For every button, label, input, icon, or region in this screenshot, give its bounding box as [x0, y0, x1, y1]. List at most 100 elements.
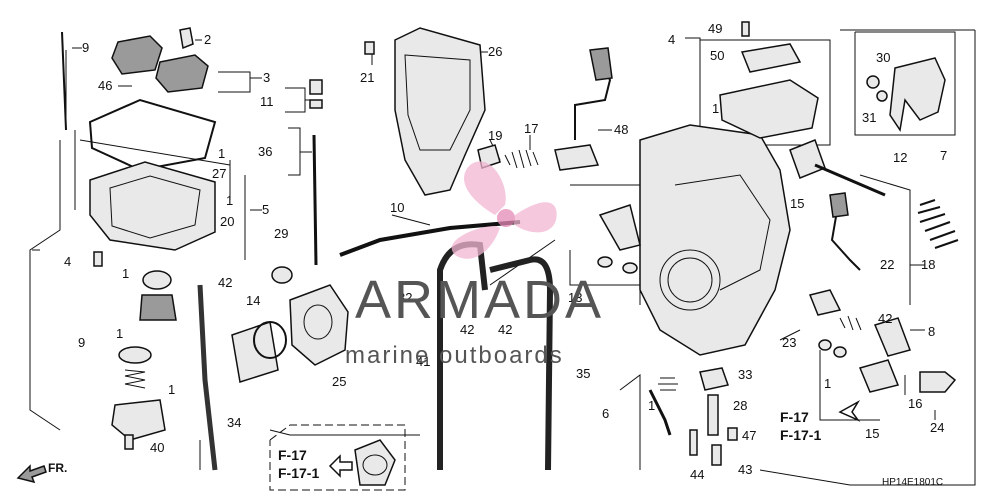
callout: 28 — [733, 398, 747, 413]
insulator-gasket — [231, 321, 279, 383]
front-direction-indicator: FR. — [16, 461, 67, 484]
callout: 4 — [64, 254, 71, 269]
needle-jet-28 — [707, 394, 719, 436]
bolt-16 — [919, 371, 957, 393]
callout: 33 — [738, 367, 752, 382]
throttle-cable — [339, 220, 521, 257]
front-label: FR. — [48, 461, 67, 475]
callout: 36 — [258, 144, 272, 159]
callout: 1 — [116, 326, 123, 341]
callout: 43 — [738, 462, 752, 477]
callout: 7 — [940, 148, 947, 163]
jet-needle — [61, 31, 67, 131]
callout: 1 — [218, 146, 225, 161]
callout: 34 — [227, 415, 241, 430]
jet-47 — [727, 427, 738, 441]
ref-b-bottom-right: F-17-1 — [780, 427, 821, 443]
callout: 15 — [790, 196, 804, 211]
callout: 1 — [168, 382, 175, 397]
callout: 1 — [648, 398, 655, 413]
callout: 1 — [824, 376, 831, 391]
callout: 30 — [876, 50, 890, 65]
callout: 21 — [360, 70, 374, 85]
front-arrow-icon — [16, 464, 47, 484]
bolt-21 — [364, 41, 375, 55]
spring-holder — [139, 294, 177, 321]
callout: 42 — [218, 275, 232, 290]
callout: 11 — [260, 94, 274, 109]
callout: 15 — [865, 426, 879, 441]
ref-a-bottom-right: F-17 — [780, 409, 809, 425]
hose-clamp — [354, 439, 396, 486]
pump-cover — [111, 399, 166, 441]
heater-wire — [830, 204, 861, 271]
propeller-logo-icon — [451, 161, 557, 259]
callout: 3 — [263, 70, 270, 85]
callout: 50 — [710, 48, 724, 63]
sensor-connector — [589, 47, 613, 81]
throttle-sensor — [554, 144, 600, 171]
callout: 23 — [782, 335, 796, 350]
washer-31 — [876, 90, 888, 102]
air-vent-cover — [394, 27, 486, 196]
callout: 25 — [332, 374, 346, 389]
diaphragm — [118, 346, 152, 364]
drain-tube — [197, 284, 218, 471]
carburetor-body — [639, 124, 791, 356]
callout: 19 — [488, 128, 502, 143]
watermark-brand: ARMADA — [355, 270, 604, 330]
callout: 42 — [878, 311, 892, 326]
diaphragm-ring — [142, 270, 172, 290]
arrow-left-icon — [328, 454, 353, 478]
drain-plug — [858, 359, 900, 393]
shaft-12 — [814, 163, 886, 197]
insulator — [289, 284, 349, 366]
spring-17 — [504, 149, 539, 169]
callout: 24 — [930, 420, 944, 435]
callout: 26 — [488, 44, 502, 59]
callout: 31 — [862, 110, 876, 125]
callout: 42 — [498, 322, 512, 337]
spring — [124, 369, 146, 389]
jet-holder-33 — [699, 367, 729, 391]
diagram-code: HP14E1801C — [882, 477, 943, 488]
clip — [179, 27, 194, 50]
top-cover — [719, 79, 819, 139]
washer-13b — [622, 262, 638, 274]
float-chamber-cover — [111, 35, 163, 75]
float-chamber-cover-2 — [155, 54, 209, 93]
callout: 41 — [416, 354, 430, 369]
o-ring — [271, 266, 293, 284]
float-needle — [648, 389, 672, 436]
callout: 47 — [742, 428, 756, 443]
screw — [93, 251, 103, 267]
callout: 9 — [82, 40, 89, 55]
callout: 17 — [524, 121, 538, 136]
heater-connector — [829, 192, 849, 218]
callout: 4 — [668, 32, 675, 47]
callout: 49 — [708, 21, 722, 36]
callout: 13 — [568, 290, 582, 305]
callout: 27 — [212, 166, 226, 181]
callout: 16 — [908, 396, 922, 411]
watermark: ARMADA marine outboards — [345, 161, 604, 369]
main-jet-43 — [711, 444, 722, 466]
callout: 42 — [460, 322, 474, 337]
reference-box: F-17 F-17-1 — [269, 424, 406, 491]
callout: 40 — [150, 440, 164, 455]
ref-b-bottom-left: F-17-1 — [278, 465, 319, 481]
cap-11 — [309, 79, 323, 95]
pilot-screw — [808, 289, 842, 316]
ref-a-bottom-left: F-17 — [278, 447, 307, 463]
needle-spring — [658, 377, 678, 391]
callout: 22 — [880, 257, 894, 272]
callout: 2 — [204, 32, 211, 47]
callouts: 9 2 3 46 1 27 1 5 20 4 1 29 42 9 1 1 40 … — [64, 21, 947, 482]
arrow-right-icon — [838, 399, 861, 422]
callout: 46 — [98, 78, 112, 93]
spring-18 — [917, 199, 959, 249]
callout: 1 — [226, 193, 233, 208]
insulator-ring — [253, 321, 287, 359]
callout: 14 — [246, 293, 260, 308]
